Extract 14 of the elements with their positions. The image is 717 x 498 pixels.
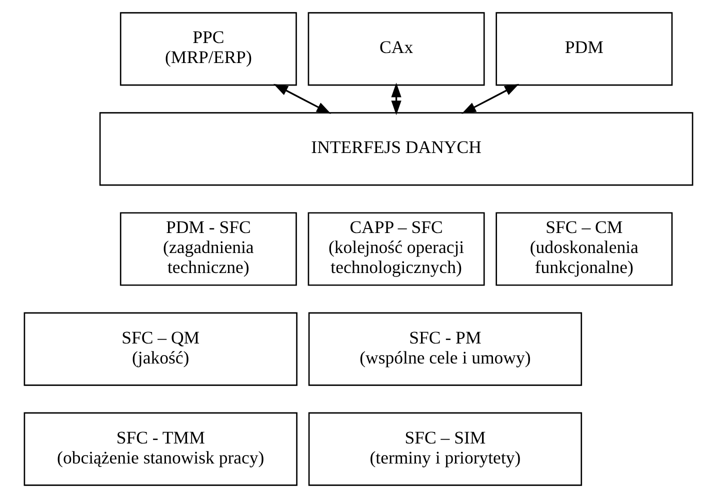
node-box: PPC (MRP/ERP) <box>120 12 297 86</box>
node-box: PDM - SFC (zagadnienia techniczne) <box>120 212 297 286</box>
node-box: SFC – QM (jakość) <box>24 312 298 386</box>
node-box: SFC - PM (wspólne cele i umowy) <box>308 312 582 386</box>
node-box: SFC - TMM (obciążenie stanowisk pracy) <box>24 412 298 486</box>
arrow <box>391 82 402 116</box>
arrow <box>462 84 520 114</box>
node-box: SFC – CM (udoskonalenia funkcjonalne) <box>496 212 673 286</box>
node-box: PDM <box>496 12 673 86</box>
node-box: CAx <box>308 12 485 86</box>
node-box: CAPP – SFC (kolejność operacji technologicznych) <box>308 212 485 286</box>
node-box: INTERFEJS DANYCH <box>99 112 694 186</box>
arrow <box>273 84 332 114</box>
node-box: SFC – SIM (terminy i priorytety) <box>308 412 582 486</box>
